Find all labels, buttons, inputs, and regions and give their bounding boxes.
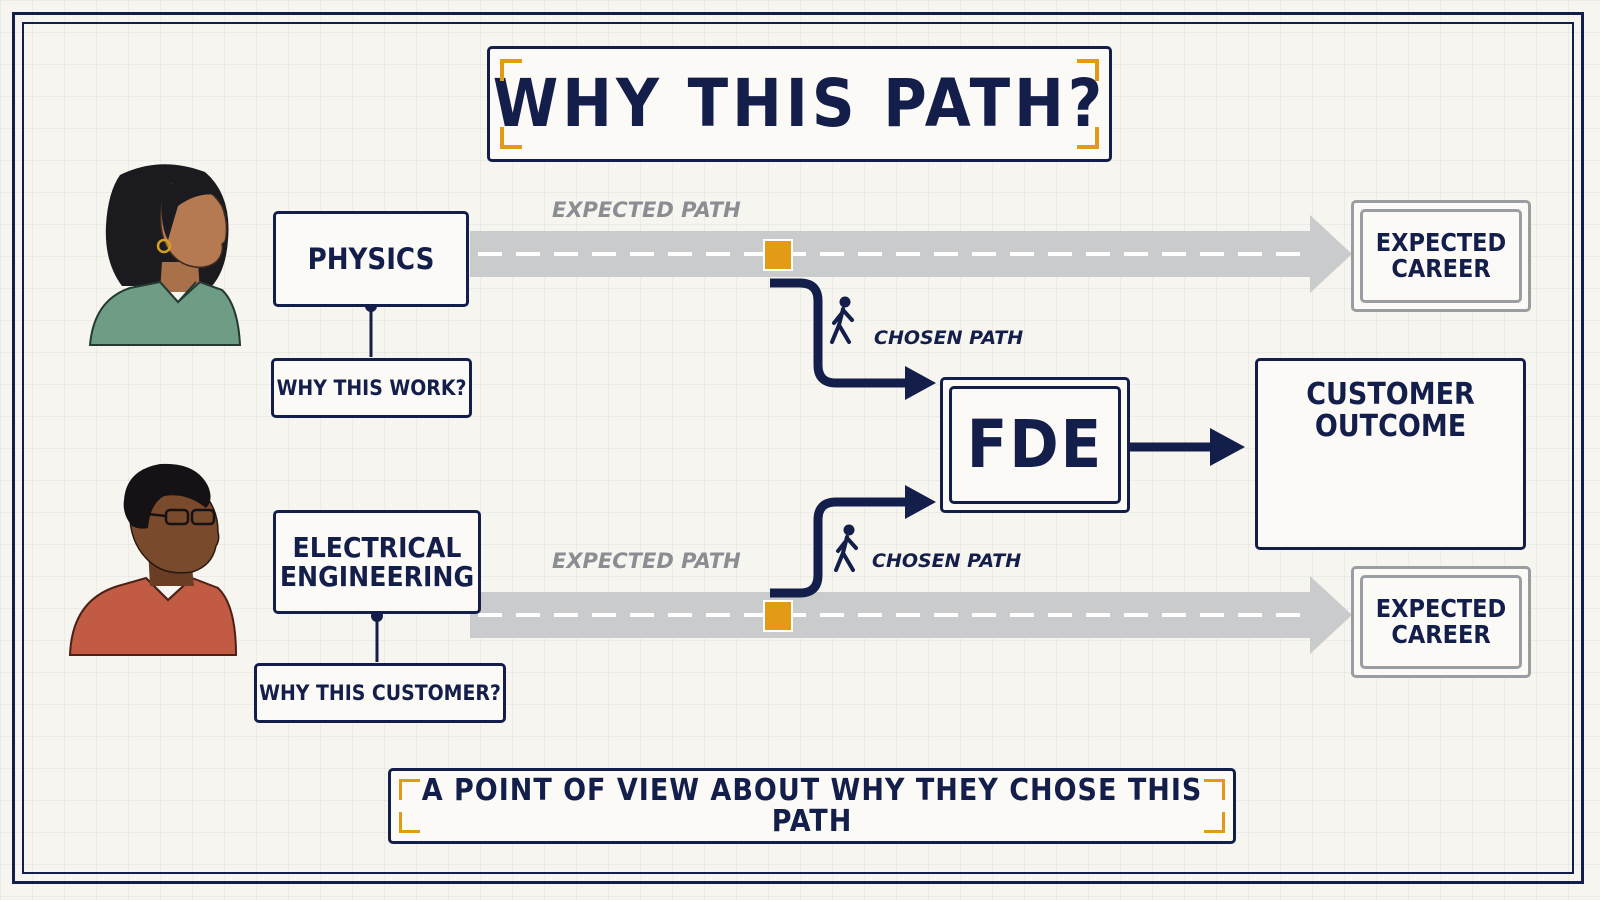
decision-point-top — [763, 239, 793, 271]
chosen-path-arrow-bottom — [770, 485, 936, 598]
corner-accent — [1077, 59, 1099, 81]
why-this-customer-box: WHY THIS CUSTOMER? — [254, 663, 506, 723]
expected-career-inner-bottom: EXPECTED CAREER — [1360, 575, 1522, 669]
physics-label: PHYSICS — [307, 241, 435, 276]
expected-career-box-top: EXPECTED CAREER — [1351, 200, 1531, 312]
expected-career-line1: EXPECTED — [1375, 227, 1507, 257]
page-title: WHY THIS PATH? — [487, 46, 1112, 162]
expected-path-arrow-top — [470, 215, 1352, 293]
decision-point-bottom — [763, 600, 793, 632]
walking-person-icon — [830, 296, 854, 344]
why-this-work-box: WHY THIS WORK? — [271, 358, 472, 418]
customer-outcome-box: CUSTOMER OUTCOME — [1255, 358, 1526, 550]
fde-to-outcome-arrow — [1128, 428, 1245, 466]
why-this-customer-label: WHY THIS CUSTOMER? — [259, 680, 501, 705]
expected-career-line2: CAREER — [1391, 620, 1491, 649]
corner-accent — [399, 812, 420, 833]
expected-career-box-bottom: EXPECTED CAREER — [1351, 566, 1531, 678]
chosen-path-arrow-top — [770, 278, 936, 400]
expected-path-label-bottom: EXPECTED PATH — [552, 549, 741, 573]
chosen-path-label-bottom: CHOSEN PATH — [872, 550, 1022, 572]
outer-frame — [12, 12, 1584, 884]
expected-career-line1: EXPECTED — [1375, 593, 1507, 623]
footer-caption: A POINT OF VIEW ABOUT WHY THEY CHOSE THI… — [388, 768, 1236, 844]
fde-inner: FDE — [949, 386, 1121, 504]
walking-person-icon — [834, 524, 858, 572]
expected-career-line2: CAREER — [1391, 254, 1491, 283]
customer-outcome-title: CUSTOMER OUTCOME — [1306, 379, 1475, 442]
corner-accent — [500, 59, 522, 81]
corner-accent — [1204, 779, 1225, 800]
expected-path-arrow-bottom — [470, 576, 1352, 654]
fde-label: FDE — [966, 406, 1104, 484]
title-text: WHY THIS PATH? — [492, 65, 1107, 143]
corner-accent — [1077, 127, 1099, 149]
customer-outcome-line1: CUSTOMER — [1306, 377, 1475, 412]
inner-frame — [22, 22, 1574, 874]
customer-outcome-line2: OUTCOME — [1314, 408, 1467, 444]
corner-accent — [500, 127, 522, 149]
ee-label-line1: ELECTRICAL — [292, 530, 462, 564]
electrical-engineering-box: ELECTRICAL ENGINEERING — [273, 510, 481, 614]
expected-path-label-top: EXPECTED PATH — [552, 198, 741, 222]
physics-box: PHYSICS — [273, 211, 469, 307]
avatar-woman — [88, 164, 242, 346]
corner-accent — [399, 779, 420, 800]
chosen-path-label-top: CHOSEN PATH — [874, 327, 1024, 349]
why-this-work-label: WHY THIS WORK? — [276, 375, 467, 400]
fde-box: FDE — [940, 377, 1130, 513]
avatar-man — [68, 463, 238, 656]
corner-accent — [1204, 812, 1225, 833]
expected-career-inner-top: EXPECTED CAREER — [1360, 209, 1522, 303]
ee-label-line2: ENGINEERING — [279, 560, 475, 593]
footer-text: A POINT OF VIEW ABOUT WHY THEY CHOSE THI… — [421, 772, 1203, 839]
